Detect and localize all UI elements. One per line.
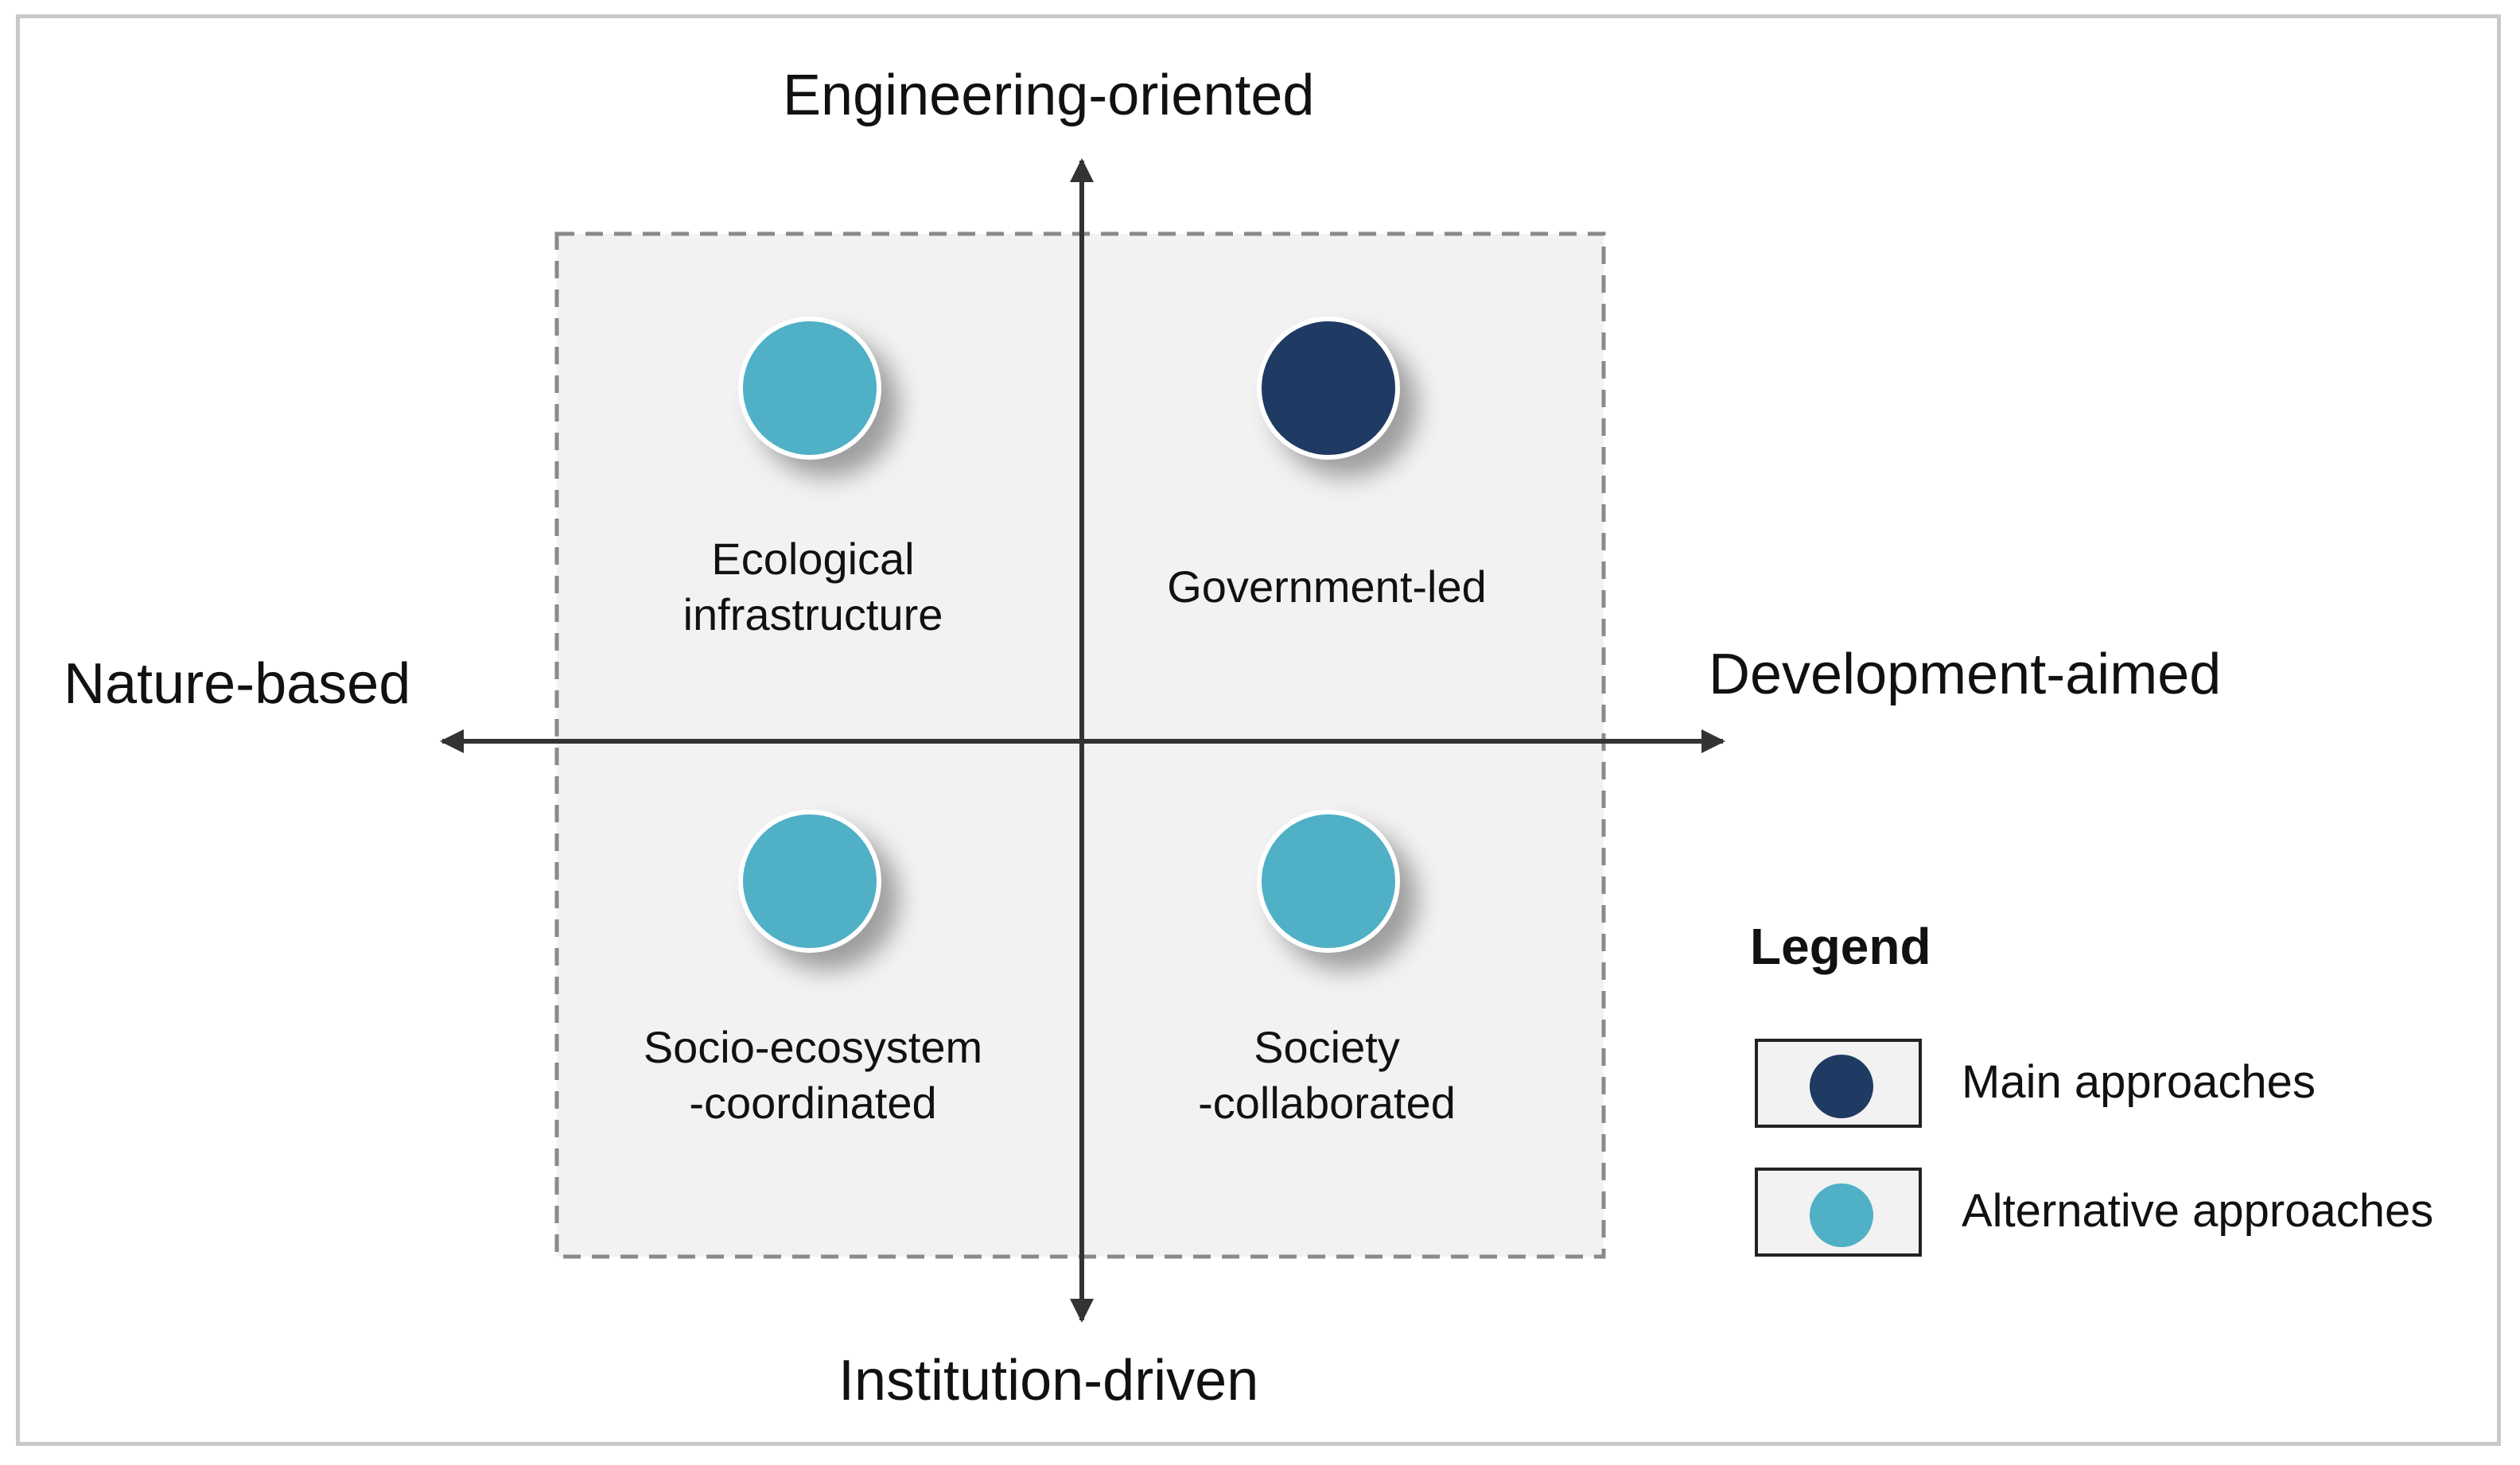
legend-title: Legend [1750, 918, 1931, 975]
axis-label-top: Engineering-oriented [783, 64, 1315, 127]
axis-label-right: Development-aimed [1709, 643, 2222, 706]
legend-label-main: Main approaches [1962, 1056, 2316, 1108]
quadrant-label-ecological-infrastructure: Ecological infrastructure [682, 534, 943, 639]
legend-swatch-main [1755, 1039, 1922, 1128]
quadrant-circle-ecological-infrastructure [738, 317, 881, 460]
legend-label-alternative: Alternative approaches [1962, 1185, 2434, 1237]
quadrant-label-socio-ecosystem-coordinated: Socio-ecosystem -coordinated [643, 1022, 983, 1128]
axis-label-bottom: Institution-driven [838, 1349, 1259, 1413]
legend-swatch-alternative [1755, 1168, 1922, 1257]
quadrant-label-society-collaborated: Society -collaborated [1198, 1022, 1456, 1128]
quadrant-circle-society-collaborated [1257, 810, 1400, 953]
quadrant-circle-socio-ecosystem-coordinated [738, 810, 881, 953]
legend-dot-alternative [1810, 1183, 1873, 1247]
quadrant-circle-government-led [1257, 317, 1400, 460]
legend-dot-main [1810, 1055, 1873, 1118]
quadrant-label-government-led: Government-led [1167, 562, 1487, 612]
axis-label-left: Nature-based [64, 652, 411, 716]
